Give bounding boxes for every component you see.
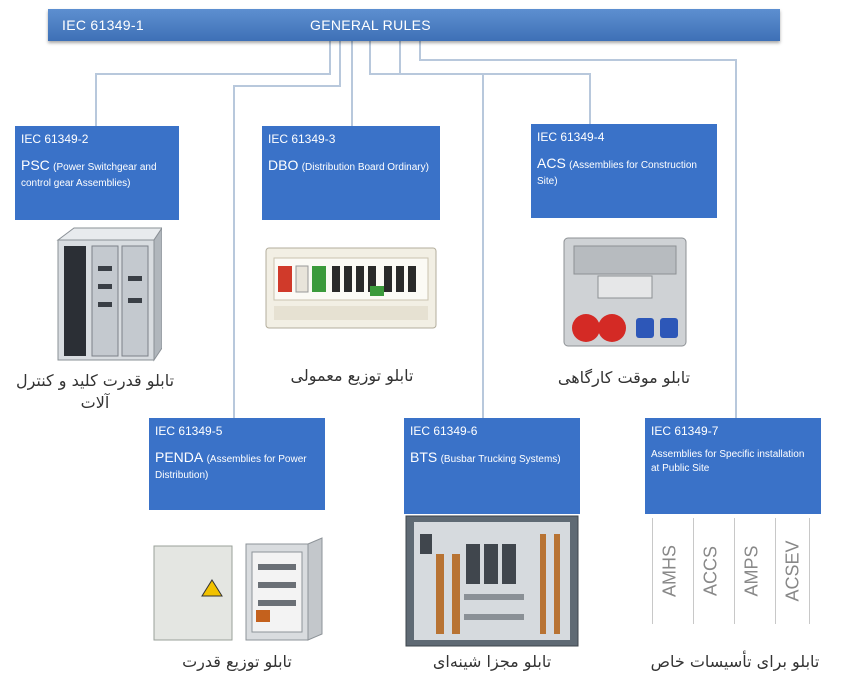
card-public-header: IEC 61349-7 Assemblies for Specific inst…: [645, 418, 821, 514]
busbar-system-image: [405, 515, 579, 647]
card-penda-desc: (Assemblies for Power Distribution): [155, 454, 307, 481]
card-public-desc: Assemblies for Specific installation at …: [651, 449, 805, 474]
card-dbo-name: DBO: [268, 157, 299, 173]
card-acs-desc: (Assemblies for Construction Site): [537, 160, 697, 187]
general-rules-code: IEC 61349-1: [62, 17, 144, 33]
switchgear-cabinet-image: [56, 227, 162, 362]
card-dbo-label: تابلو توزیع معمولی: [290, 366, 414, 385]
sub-type-amps: AMPS: [734, 518, 768, 624]
card-public-code: IEC 61349-7: [651, 424, 719, 438]
card-bts-label: تابلو مجزا شینه‌ای: [432, 652, 552, 671]
card-public-label: تابلو برای تأسیسات خاص: [650, 652, 820, 671]
sub-type-acsev-label: ACSEV: [782, 540, 802, 602]
card-bts-desc: (Busbar Trucking Systems): [440, 454, 561, 465]
sub-type-accs-label: ACCS: [700, 545, 720, 597]
general-rules-bar: IEC 61349-1 GENERAL RULES: [48, 9, 780, 41]
card-penda-code: IEC 61349-5: [155, 424, 223, 438]
card-psc-desc: (Power Switchgear and control gear Assem…: [21, 162, 157, 189]
sub-type-amps-label: AMPS: [741, 545, 761, 597]
card-penda-name: PENDA: [155, 449, 204, 465]
card-psc-label: تابلو قدرت کلید و کنترل آلات: [15, 371, 175, 412]
card-acs-label: تابلو موقت کارگاهی: [557, 368, 691, 387]
card-psc-header: IEC 61349-2 PSC (Power Switchgear and co…: [15, 126, 179, 220]
sub-type-accs: ACCS: [693, 518, 727, 624]
card-bts-header: IEC 61349-6 BTS (Busbar Trucking Systems…: [404, 418, 580, 514]
card-acs-header: IEC 61349-4 ACS (Assemblies for Construc…: [531, 124, 717, 218]
card-psc-name: PSC: [21, 157, 50, 173]
general-rules-title: GENERAL RULES: [310, 17, 431, 33]
card-dbo-header: IEC 61349-3 DBO (Distribution Board Ordi…: [262, 126, 440, 220]
card-bts-name: BTS: [410, 449, 438, 465]
card-dbo-code: IEC 61349-3: [268, 132, 336, 146]
card-acs-code: IEC 61349-4: [537, 130, 605, 144]
construction-site-box-image: [563, 237, 687, 347]
card-psc-code: IEC 61349-2: [21, 132, 89, 146]
sub-type-acsev: ACSEV: [775, 518, 810, 624]
distribution-board-image: [265, 247, 437, 329]
card-acs-name: ACS: [537, 155, 566, 171]
card-penda-header: IEC 61349-5 PENDA (Assemblies for Power …: [149, 418, 325, 510]
sub-type-amhs: AMHS: [652, 518, 686, 624]
card-bts-code: IEC 61349-6: [410, 424, 478, 438]
card-penda-label: تابلو توزیع قدرت: [182, 652, 292, 671]
power-distribution-cabinets-image: [153, 537, 323, 641]
sub-type-amhs-label: AMHS: [659, 544, 679, 598]
card-dbo-desc: (Distribution Board Ordinary): [301, 162, 429, 173]
